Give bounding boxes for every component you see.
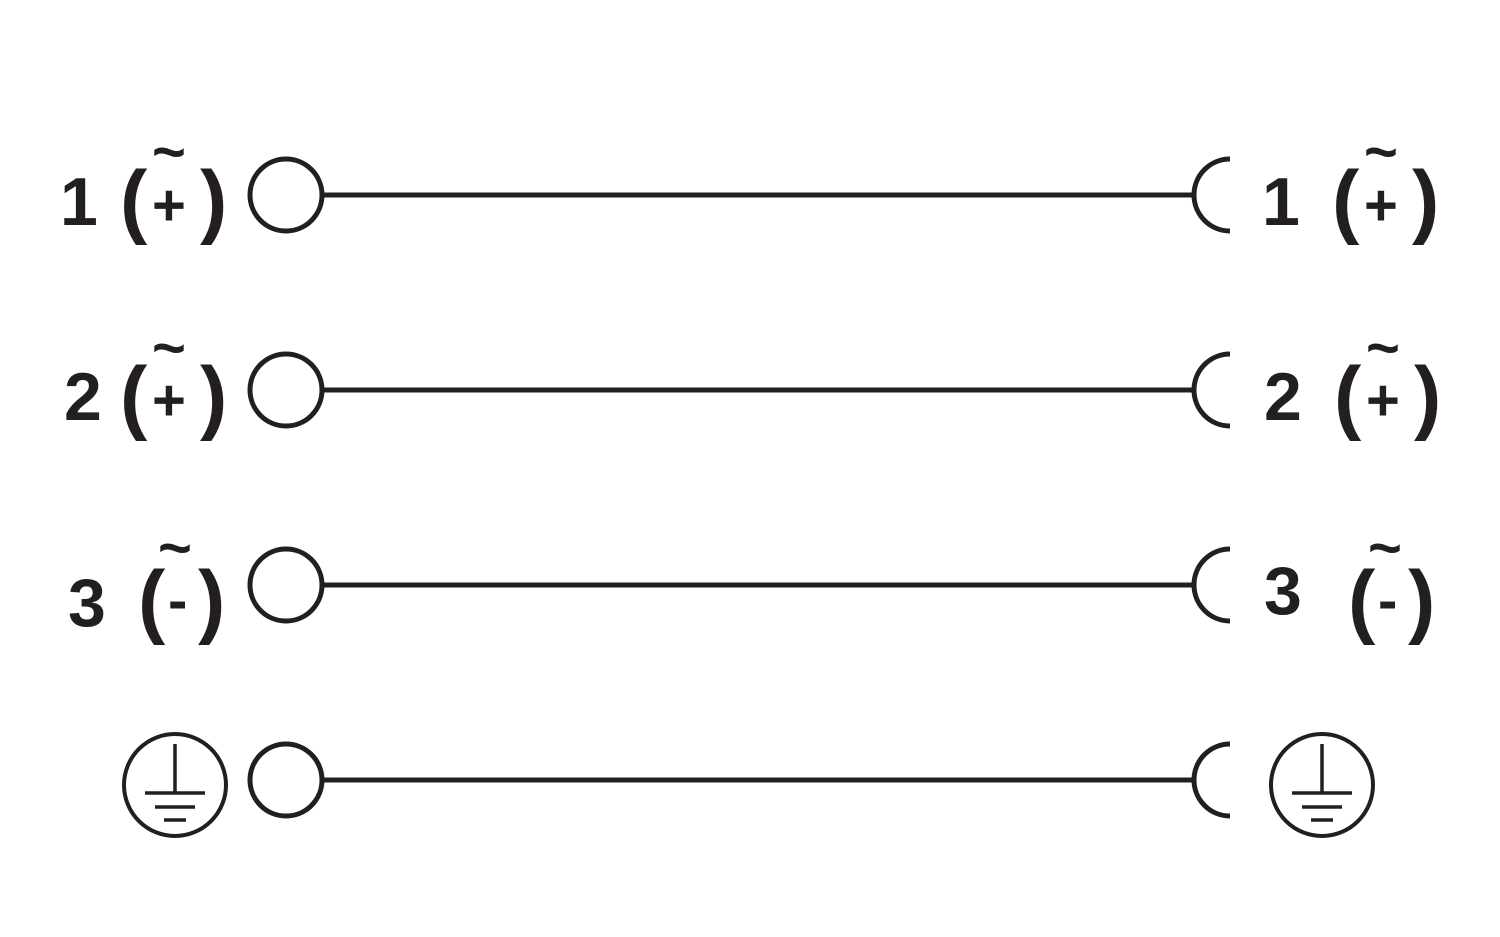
male-pin-circle-icon bbox=[247, 546, 325, 624]
left-polarity-2: + bbox=[152, 368, 186, 433]
left-close-paren-3: ) bbox=[198, 555, 225, 646]
right-tilde-1: ~ bbox=[1364, 120, 1398, 185]
male-pin-circle-icon bbox=[247, 351, 325, 429]
left-open-paren-2: ( bbox=[120, 351, 148, 442]
right-polarity-1: + bbox=[1364, 173, 1398, 238]
female-socket-arc-icon bbox=[1191, 156, 1231, 234]
right-close-paren-1: ) bbox=[1412, 155, 1439, 246]
protective-earth-icon bbox=[1269, 732, 1375, 838]
protective-earth-icon bbox=[122, 732, 228, 838]
right-polarity-3: - bbox=[1378, 568, 1397, 633]
left-polarity-3: - bbox=[168, 568, 187, 633]
left-pin-number-1: 1 bbox=[60, 164, 98, 240]
left-pin-number-2: 2 bbox=[64, 359, 102, 435]
female-socket-arc-icon bbox=[1191, 351, 1231, 429]
male-pin-circle-icon bbox=[247, 741, 325, 819]
right-open-paren-1: ( bbox=[1332, 155, 1360, 246]
wire-row-3: 3 ( ~ - ) 3 ( ~ - ) bbox=[68, 516, 1435, 646]
right-open-paren-3: ( bbox=[1348, 555, 1376, 646]
right-close-paren-3: ) bbox=[1408, 555, 1435, 646]
left-pin-number-3: 3 bbox=[68, 565, 106, 641]
female-socket-arc-icon bbox=[1191, 741, 1231, 819]
male-pin-circle-icon bbox=[247, 156, 325, 234]
left-tilde-2: ~ bbox=[152, 316, 186, 381]
female-socket-arc-icon bbox=[1191, 546, 1231, 624]
right-close-paren-2: ) bbox=[1414, 351, 1441, 442]
wire-row-pe bbox=[122, 732, 1375, 838]
right-tilde-3: ~ bbox=[1368, 516, 1402, 581]
right-pin-number-2: 2 bbox=[1264, 359, 1302, 435]
left-tilde-3: ~ bbox=[158, 516, 192, 581]
left-close-paren-1: ) bbox=[200, 155, 227, 246]
wire-row-1: 1 ( ~ + ) 1 ( ~ + ) bbox=[60, 120, 1439, 246]
left-tilde-1: ~ bbox=[152, 120, 186, 185]
right-polarity-2: + bbox=[1366, 368, 1400, 433]
right-pin-number-1: 1 bbox=[1262, 164, 1300, 240]
left-open-paren-1: ( bbox=[120, 155, 148, 246]
right-open-paren-2: ( bbox=[1334, 351, 1362, 442]
right-tilde-2: ~ bbox=[1366, 316, 1400, 381]
left-close-paren-2: ) bbox=[200, 351, 227, 442]
right-pin-number-3: 3 bbox=[1264, 553, 1302, 629]
left-polarity-1: + bbox=[152, 173, 186, 238]
wire-row-2: 2 ( ~ + ) 2 ( ~ + ) bbox=[64, 316, 1441, 442]
left-open-paren-3: ( bbox=[138, 555, 166, 646]
